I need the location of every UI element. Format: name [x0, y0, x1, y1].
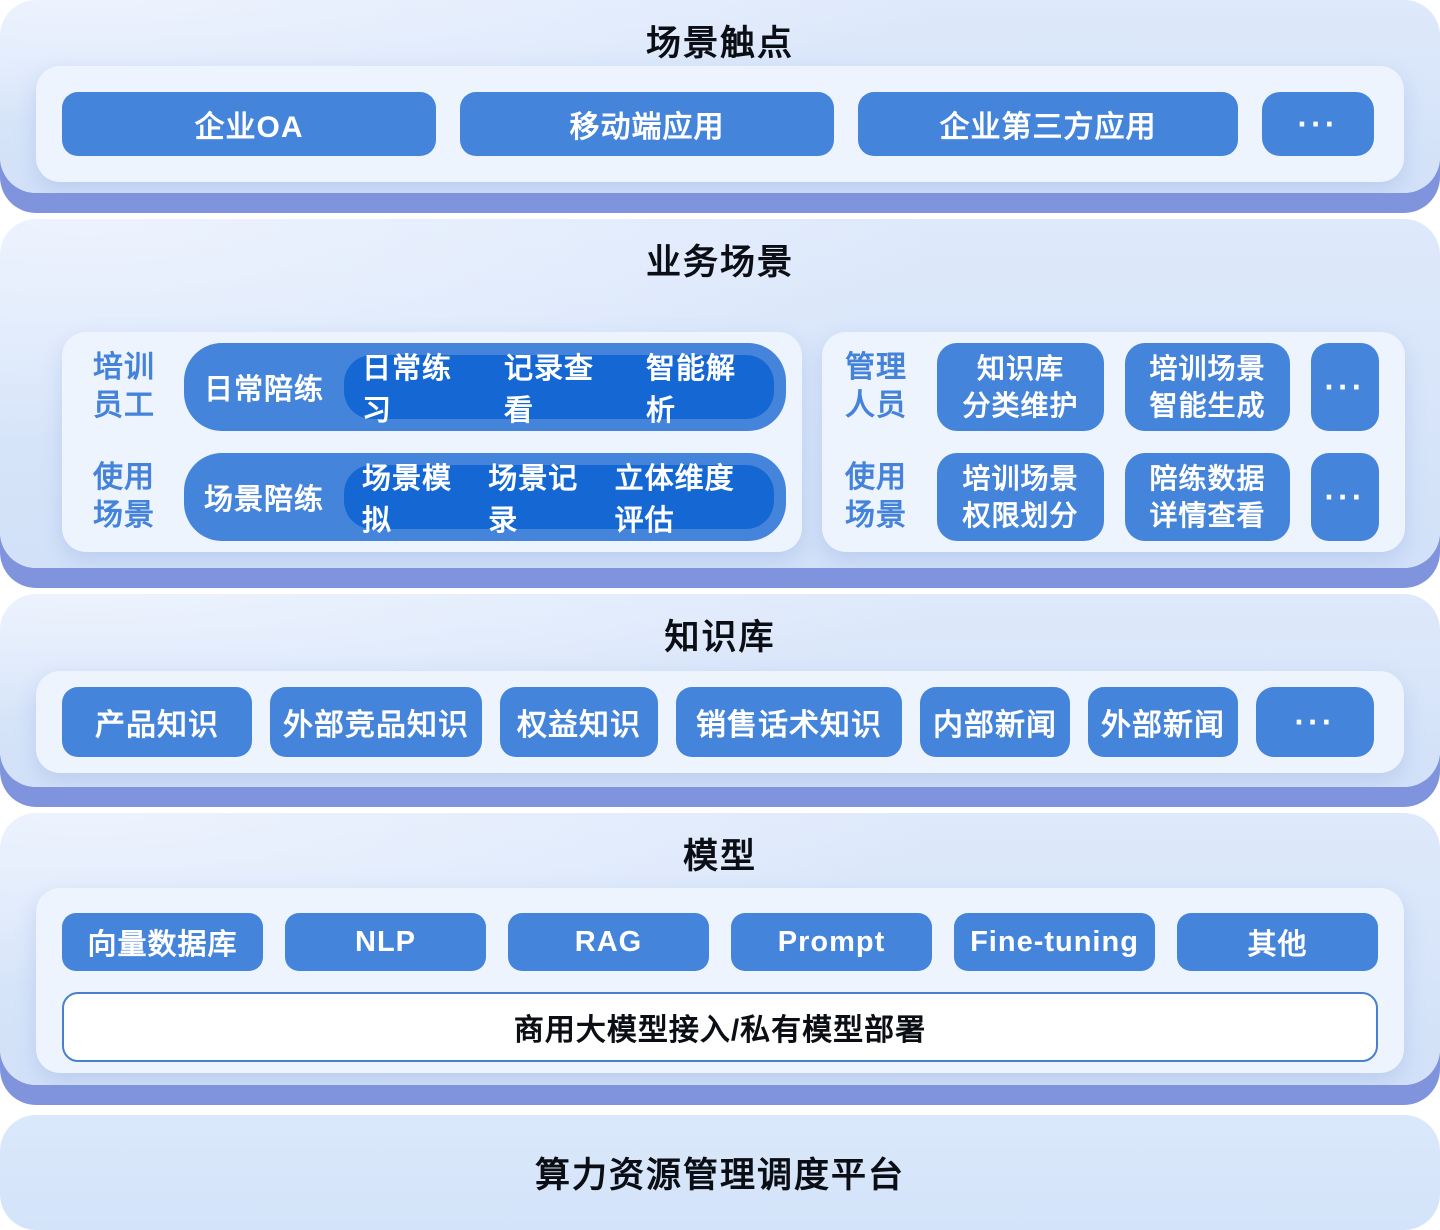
knowledge-title: 知识库 — [664, 618, 776, 657]
button-line: 分类维护 — [962, 390, 1079, 421]
label-managers: 管理 人员 — [836, 343, 916, 431]
button-line: 陪练数据 — [1149, 463, 1266, 494]
usage-more-button[interactable]: ··· — [1311, 453, 1379, 541]
pill-item-multi-dimension-eval[interactable]: 立体维度评估 — [614, 463, 735, 537]
daily-coaching-items: 日常练习 记录查看 智能解析 — [344, 353, 774, 427]
section-touchpoints: 场景触点 企业OA 移动端应用 企业第三方应用 ··· — [0, 0, 1440, 193]
compute-platform-title: 算力资源管理调度平台 — [534, 1156, 905, 1195]
button-line: 知识库 — [976, 353, 1064, 384]
label-line: 使用 — [845, 461, 907, 494]
button-internal-news[interactable]: 内部新闻 — [920, 687, 1070, 757]
model-panel: 向量数据库 NLP RAG Prompt Fine-tuning 其他 商用大模… — [36, 888, 1404, 1073]
button-fine-tuning[interactable]: Fine-tuning — [954, 913, 1155, 971]
section-business-scenarios: 业务场景 培训 员工 日常陪练 日常练习 记录查看 智能解析 使用 场景 场景陪… — [0, 219, 1440, 568]
pill-label: 日常陪练 — [203, 374, 324, 406]
button-line: 详情查看 — [1149, 500, 1266, 531]
llm-access-deployment-bar[interactable]: 商用大模型接入/私有模型部署 — [62, 992, 1378, 1062]
pill-scenario-coaching[interactable]: 场景陪练 场景模拟 场景记录 立体维度评估 — [184, 453, 786, 541]
section-knowledge-base: 知识库 产品知识 外部竞品知识 权益知识 销售话术知识 内部新闻 外部新闻 ··… — [0, 594, 1440, 787]
pill-item-daily-practice[interactable]: 日常练习 — [362, 353, 453, 427]
pill-item-scenario-record[interactable]: 场景记录 — [488, 463, 579, 537]
touchpoints-title: 场景触点 — [645, 24, 794, 63]
pill-daily-coaching[interactable]: 日常陪练 日常练习 记录查看 智能解析 — [184, 343, 786, 431]
label-line: 人员 — [845, 389, 907, 422]
label-line: 员工 — [93, 389, 155, 422]
button-other[interactable]: 其他 — [1177, 913, 1378, 971]
business-left-panel: 培训 员工 日常陪练 日常练习 记录查看 智能解析 使用 场景 场景陪练 场景模… — [62, 332, 802, 552]
label-line: 使用 — [93, 461, 155, 494]
button-competitor-knowledge[interactable]: 外部竞品知识 — [270, 687, 482, 757]
button-external-news[interactable]: 外部新闻 — [1088, 687, 1238, 757]
knowledge-panel: 产品知识 外部竞品知识 权益知识 销售话术知识 内部新闻 外部新闻 ··· — [36, 671, 1404, 773]
label-line: 场景 — [845, 499, 907, 532]
button-enterprise-oa[interactable]: 企业OA — [62, 92, 436, 156]
button-prompt[interactable]: Prompt — [731, 913, 932, 971]
business-title: 业务场景 — [645, 243, 794, 282]
button-product-knowledge[interactable]: 产品知识 — [62, 687, 252, 757]
business-right-panel: 管理 人员 知识库 分类维护 培训场景 智能生成 ··· 使用 场景 培训场景 … — [822, 332, 1405, 552]
button-benefit-knowledge[interactable]: 权益知识 — [500, 687, 658, 757]
scenario-coaching-items: 场景模拟 场景记录 立体维度评估 — [344, 463, 774, 537]
touchpoints-panel: 企业OA 移动端应用 企业第三方应用 ··· — [36, 66, 1404, 182]
button-scenario-auto-generation[interactable]: 培训场景 智能生成 — [1125, 343, 1290, 431]
button-line: 培训场景 — [1149, 353, 1266, 384]
knowledge-more-button[interactable]: ··· — [1256, 687, 1374, 757]
button-third-party-app[interactable]: 企业第三方应用 — [858, 92, 1238, 156]
button-coaching-data-detail[interactable]: 陪练数据 详情查看 — [1125, 453, 1290, 541]
button-nlp[interactable]: NLP — [285, 913, 486, 971]
button-line: 智能生成 — [1149, 390, 1266, 421]
label-line: 培训 — [93, 351, 155, 384]
button-line: 权限划分 — [962, 500, 1079, 531]
label-usage-scenario-right: 使用 场景 — [836, 453, 916, 541]
label-usage-scenario-left: 使用 场景 — [78, 453, 170, 541]
pill-item-record-view[interactable]: 记录查看 — [504, 353, 595, 427]
model-title: 模型 — [682, 837, 757, 876]
label-line: 场景 — [93, 499, 155, 532]
model-button-row: 向量数据库 NLP RAG Prompt Fine-tuning 其他 — [62, 913, 1378, 971]
button-kb-category-maintenance[interactable]: 知识库 分类维护 — [937, 343, 1104, 431]
button-vector-database[interactable]: 向量数据库 — [62, 913, 263, 971]
button-sales-script-knowledge[interactable]: 销售话术知识 — [676, 687, 902, 757]
label-training-staff: 培训 员工 — [78, 343, 170, 431]
button-scenario-permission[interactable]: 培训场景 权限划分 — [937, 453, 1104, 541]
button-rag[interactable]: RAG — [508, 913, 709, 971]
label-line: 管理 — [845, 351, 907, 384]
button-line: 培训场景 — [962, 463, 1079, 494]
managers-more-button[interactable]: ··· — [1311, 343, 1379, 431]
button-mobile-app[interactable]: 移动端应用 — [460, 92, 834, 156]
touchpoints-more-button[interactable]: ··· — [1262, 92, 1374, 156]
section-model: 模型 向量数据库 NLP RAG Prompt Fine-tuning 其他 商… — [0, 813, 1440, 1085]
section-compute-platform: 算力资源管理调度平台 — [0, 1115, 1440, 1230]
pill-item-smart-analysis[interactable]: 智能解析 — [646, 353, 737, 427]
pill-label: 场景陪练 — [203, 484, 324, 516]
pill-item-scenario-simulation[interactable]: 场景模拟 — [362, 463, 453, 537]
